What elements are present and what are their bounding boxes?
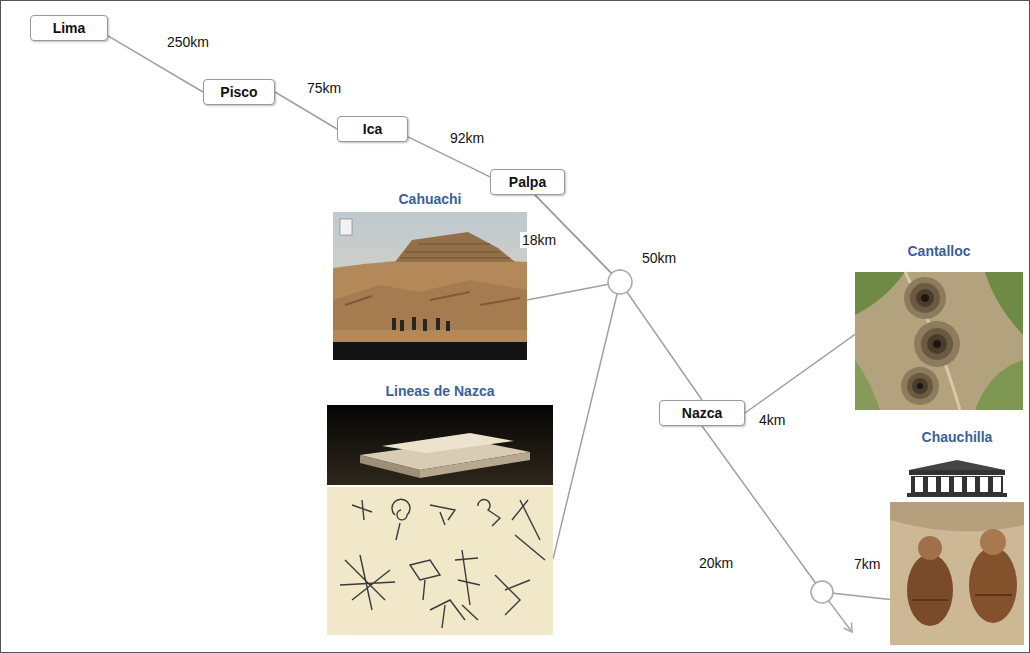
pyramid-terrace xyxy=(400,244,510,258)
distance-label: 20km xyxy=(697,555,735,571)
site-panel: Lineas de Nazca xyxy=(327,382,553,635)
mummy xyxy=(969,547,1017,623)
photo-strip xyxy=(333,342,527,360)
city-name: Ica xyxy=(363,120,382,138)
spiral-well xyxy=(901,367,939,405)
site-heading: Lineas de Nazca xyxy=(327,382,553,400)
path-track xyxy=(905,272,960,410)
city-name: Palpa xyxy=(509,173,546,191)
direction-arrow xyxy=(829,601,852,632)
site-panel: Chauchilla xyxy=(890,428,1024,645)
junction-circle xyxy=(811,581,833,603)
field xyxy=(855,272,905,315)
city-box: Pisco xyxy=(203,79,275,105)
distance-label: 75km xyxy=(305,80,343,96)
city-box: Nazca xyxy=(659,400,745,426)
ruin-walls xyxy=(345,292,520,305)
direction-arrow-head xyxy=(844,623,853,633)
spiral-well xyxy=(914,321,960,367)
junction-circle xyxy=(608,270,632,294)
city-box: Palpa xyxy=(490,169,565,195)
distance-label: 7km xyxy=(852,556,882,572)
cahuachi-photo xyxy=(333,212,527,360)
model-photo xyxy=(327,405,553,485)
ruins xyxy=(333,280,527,330)
city-name: Pisco xyxy=(220,83,257,101)
city-box: Lima xyxy=(30,15,108,41)
site-heading: Cantalloc xyxy=(855,242,1023,260)
field xyxy=(985,272,1023,335)
nazca-lines-photo xyxy=(327,405,553,635)
distance-label: 92km xyxy=(448,130,486,146)
photo-sky xyxy=(333,212,527,360)
mummy-wrap xyxy=(912,595,1012,600)
city-name: Lima xyxy=(53,19,86,37)
tomb-wall xyxy=(890,502,1024,531)
mummy-head xyxy=(918,536,942,560)
distance-label: 50km xyxy=(640,250,678,266)
distance-label: 4km xyxy=(757,412,787,428)
chauchilla-photo xyxy=(890,502,1024,645)
route-line xyxy=(535,195,702,400)
model-side xyxy=(420,452,530,478)
route-line xyxy=(275,92,337,129)
distance-label: 250km xyxy=(165,34,211,50)
distance-label: 18km xyxy=(520,232,558,248)
spiral-well xyxy=(904,277,946,319)
photo-logo xyxy=(340,219,352,235)
field xyxy=(855,360,880,410)
museum-icon xyxy=(907,460,1007,497)
mummy xyxy=(907,554,953,626)
route-line xyxy=(745,334,855,413)
photo-ground xyxy=(333,259,527,360)
cantalloc-photo xyxy=(855,272,1023,410)
site-panel: Cahuachi xyxy=(333,190,527,360)
tomb-ground xyxy=(890,502,1024,645)
field xyxy=(975,360,1023,410)
model-side xyxy=(360,455,420,478)
route-line xyxy=(702,426,890,599)
model-block xyxy=(382,433,514,453)
aerial-ground xyxy=(855,272,1023,410)
geoglyphs xyxy=(340,499,545,628)
site-heading: Cahuachi xyxy=(333,190,527,208)
city-box: Ica xyxy=(337,116,408,142)
site-heading: Chauchilla xyxy=(890,428,1024,446)
city-name: Nazca xyxy=(682,404,722,422)
figures-sheet xyxy=(327,487,553,635)
pyramid xyxy=(395,232,515,262)
site-panel: Cantalloc xyxy=(855,242,1023,410)
mummy-head xyxy=(980,529,1006,555)
visitors xyxy=(392,317,450,331)
